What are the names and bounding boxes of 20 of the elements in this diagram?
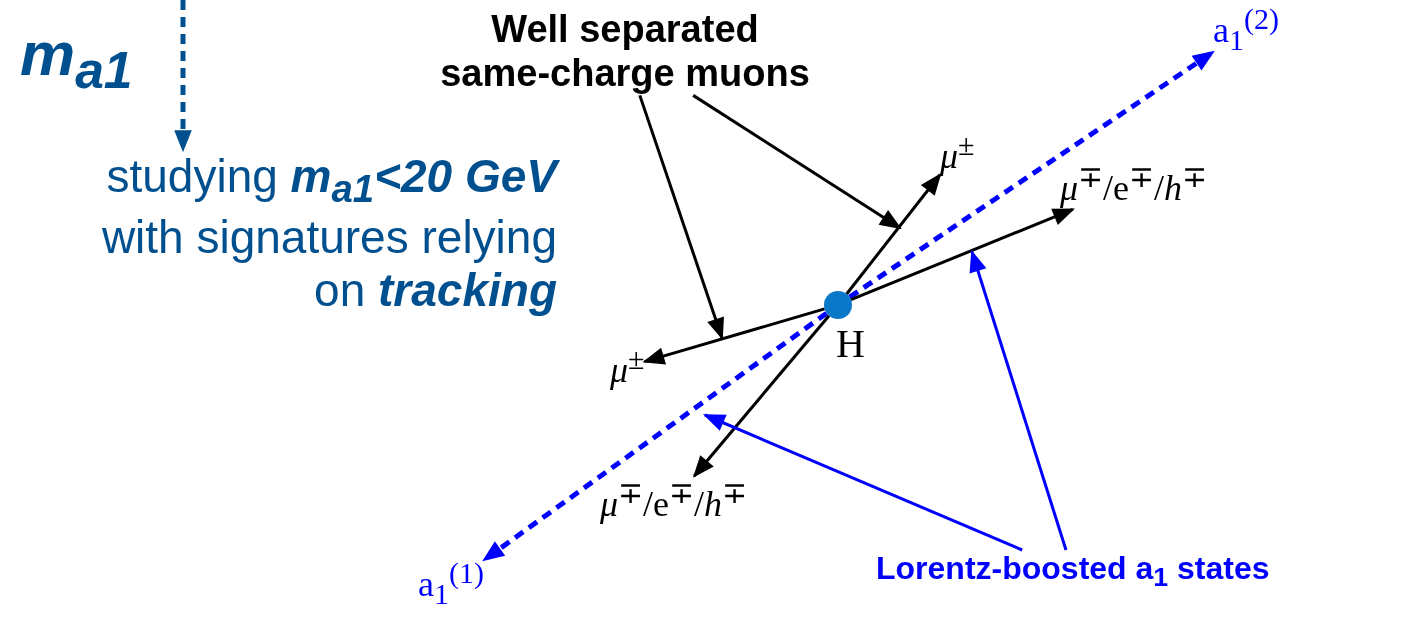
particle-label: μ$^{∓}$/e$^{∓}$/h$^{∓}$ <box>600 476 748 526</box>
decay-arrow <box>850 208 1075 302</box>
pointer-arrow <box>703 413 1023 552</box>
decay-arrow <box>848 50 1215 300</box>
mass-symbol: m$_{a1}$ <box>20 18 133 101</box>
decay-arrow <box>482 311 829 563</box>
particle-label: μ$^{±}$ <box>610 342 645 392</box>
vertex-dot <box>824 291 852 319</box>
pointer-arrow <box>638 94 724 341</box>
particle-label: μ$^{∓}$/e$^{∓}$/h$^{∓}$ <box>1060 160 1208 210</box>
pointer-arrow <box>969 249 1068 551</box>
particle-label: μ$^{±}$ <box>940 128 975 178</box>
decay-arrow <box>642 307 825 365</box>
pointer-arrow <box>692 94 902 230</box>
annotation-text: Lorentz-boosted a$_{1}$ states <box>876 550 1270 594</box>
pointer-arrow <box>174 0 192 153</box>
decay-arrow <box>845 173 942 295</box>
particle-label: H <box>836 321 865 367</box>
decay-arrow <box>692 314 831 478</box>
annotation-text: Well separated same-charge muons <box>440 8 810 96</box>
